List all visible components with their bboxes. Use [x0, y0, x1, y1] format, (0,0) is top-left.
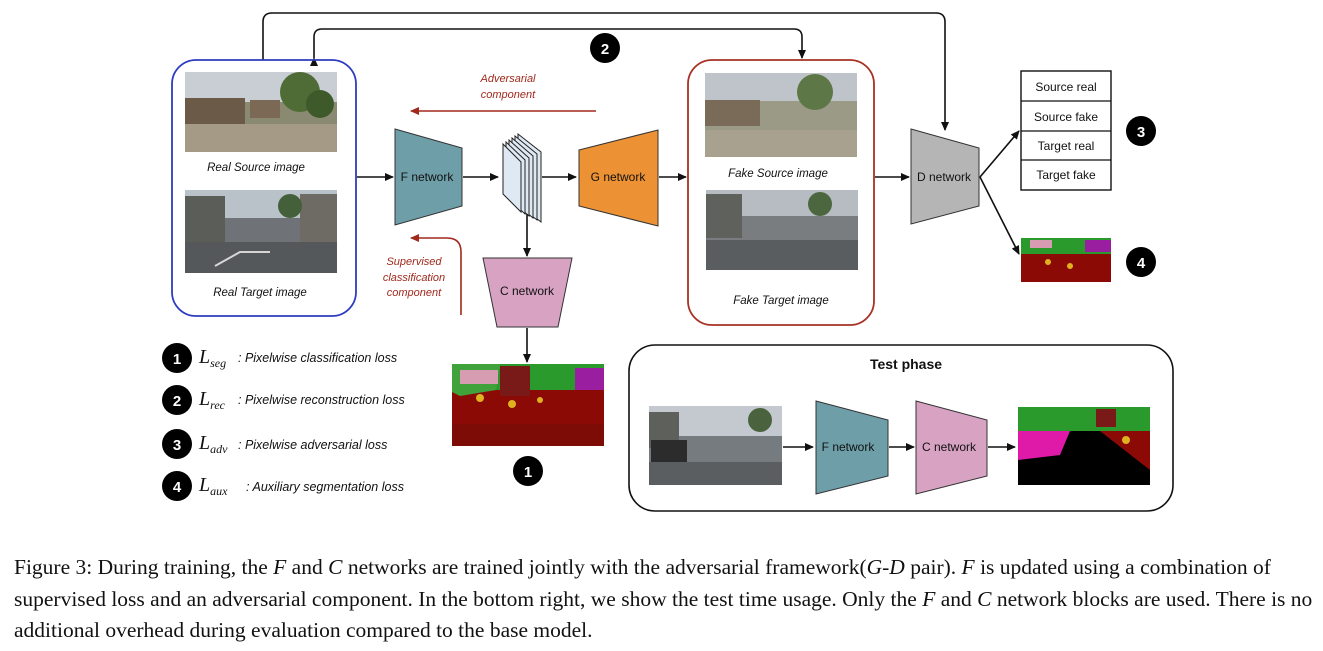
caption-symbol-gd: G-D: [866, 555, 905, 579]
class-source-fake: Source fake: [1034, 110, 1098, 124]
fake-target-image: [706, 190, 858, 270]
caption-symbol-f3: F: [922, 586, 936, 611]
svg-text:: Pixelwise classification los: : Pixelwise classification loss: [238, 351, 397, 365]
caption-text-7: network blocks are used. There is no add…: [14, 586, 1313, 643]
feature-maps-stack: [502, 132, 542, 224]
c-network-label: C network: [500, 284, 555, 298]
real-target-image: [185, 190, 337, 273]
caption-text-6: and: [935, 586, 978, 611]
svg-text:: Pixelwise reconstruction los: : Pixelwise reconstruction loss: [238, 393, 405, 407]
test-f-network-block: [815, 400, 889, 495]
caption-text-3: networks are trained jointly with the ad…: [342, 555, 867, 579]
svg-text:1: 1: [173, 351, 181, 368]
test-phase-title: Test phase: [870, 356, 942, 372]
badge-3-text: 3: [1137, 124, 1145, 141]
test-f-network-label: F network: [822, 440, 876, 454]
badge-4-text: 4: [1137, 255, 1146, 272]
svg-text:Laux: Laux: [198, 474, 228, 498]
svg-text:: Auxiliary segmentation loss: : Auxiliary segmentation loss: [246, 480, 404, 494]
class-target-real: Target real: [1038, 139, 1095, 153]
badge-2-text: 2: [601, 41, 609, 58]
fake-images-panel: [687, 59, 875, 326]
d-classes-table: [1020, 70, 1112, 191]
caption-symbol-c1: C: [328, 555, 343, 579]
fake-source-label: Fake Source image: [728, 168, 828, 180]
badge-3: [1126, 116, 1156, 146]
legend-item-adv: 3 Ladv : Pixelwise adversarial loss: [162, 429, 387, 459]
arrow-d-to-seg: [979, 176, 1020, 255]
supervised-label-3: component: [387, 287, 442, 299]
test-phase-panel: [628, 344, 1174, 512]
supervised-label-2: classification: [383, 272, 445, 284]
adversarial-label-2: component: [481, 89, 536, 101]
real-source-image: [185, 72, 337, 152]
svg-text:Ladv: Ladv: [198, 432, 228, 456]
class-source-real: Source real: [1035, 80, 1096, 94]
legend-item-rec: 2 Lrec : Pixelwise reconstruction loss: [162, 385, 405, 415]
loss-legend: 1 Lseg : Pixelwise classification loss 2…: [162, 343, 405, 501]
c-network-block: [482, 257, 573, 328]
caption-symbol-f2: F: [961, 555, 975, 579]
g-network-label: G network: [591, 170, 647, 184]
svg-text:Lseg: Lseg: [198, 346, 226, 370]
svg-text:2: 2: [173, 393, 181, 410]
d-network-label: D network: [917, 170, 972, 184]
caption-text-4: pair).: [904, 555, 962, 579]
d-network-block: [910, 128, 980, 225]
svg-text:4: 4: [173, 479, 182, 496]
reconstruction-arrow: [310, 28, 806, 66]
caption-text-2: and: [286, 555, 329, 579]
source-images-panel: [171, 59, 357, 317]
fake-source-image: [705, 73, 857, 157]
c-segmentation-output: [452, 364, 604, 446]
feedback-arrow-to-d: [262, 12, 949, 131]
caption-text-1: Figure 3: During training, the: [14, 555, 274, 579]
test-c-network-label: C network: [922, 440, 977, 454]
svg-text:3: 3: [173, 437, 181, 454]
g-network-block: [578, 129, 659, 227]
badge-2: [590, 33, 620, 63]
test-c-network-block: [915, 400, 988, 495]
real-target-label: Real Target image: [213, 287, 307, 299]
caption-symbol-f1: F: [273, 555, 287, 579]
caption-text-5: is updated using a combination of superv…: [14, 555, 1271, 611]
f-network-label: F network: [401, 170, 455, 184]
figure-caption: Figure 3: During training, the F and C n…: [14, 552, 1314, 647]
svg-text:Lrec: Lrec: [198, 388, 226, 412]
test-input-image: [649, 406, 782, 485]
supervised-label-1: Supervised: [386, 256, 442, 268]
legend-item-seg: 1 Lseg : Pixelwise classification loss: [162, 343, 397, 373]
gan-architecture-diagram: 2 Real Source image Real Target image F …: [162, 12, 1174, 512]
f-network-block: [394, 128, 463, 226]
real-source-label: Real Source image: [207, 162, 305, 174]
badge-4: [1126, 247, 1156, 277]
class-target-fake: Target fake: [1036, 168, 1096, 182]
badge-1: [513, 456, 543, 486]
d-segmentation-output: [1021, 238, 1111, 282]
legend-item-aux: 4 Laux : Auxiliary segmentation loss: [162, 471, 404, 501]
adversarial-label-1: Adversarial: [479, 73, 536, 85]
badge-1-text: 1: [524, 464, 532, 481]
caption-symbol-c2: C: [977, 586, 992, 611]
supervised-arrow: [410, 234, 462, 315]
svg-text:: Pixelwise adversarial loss: : Pixelwise adversarial loss: [238, 438, 387, 452]
test-segmentation-output: [1018, 407, 1150, 485]
arrow-d-to-classes: [979, 130, 1020, 178]
fake-target-label: Fake Target image: [733, 295, 828, 307]
